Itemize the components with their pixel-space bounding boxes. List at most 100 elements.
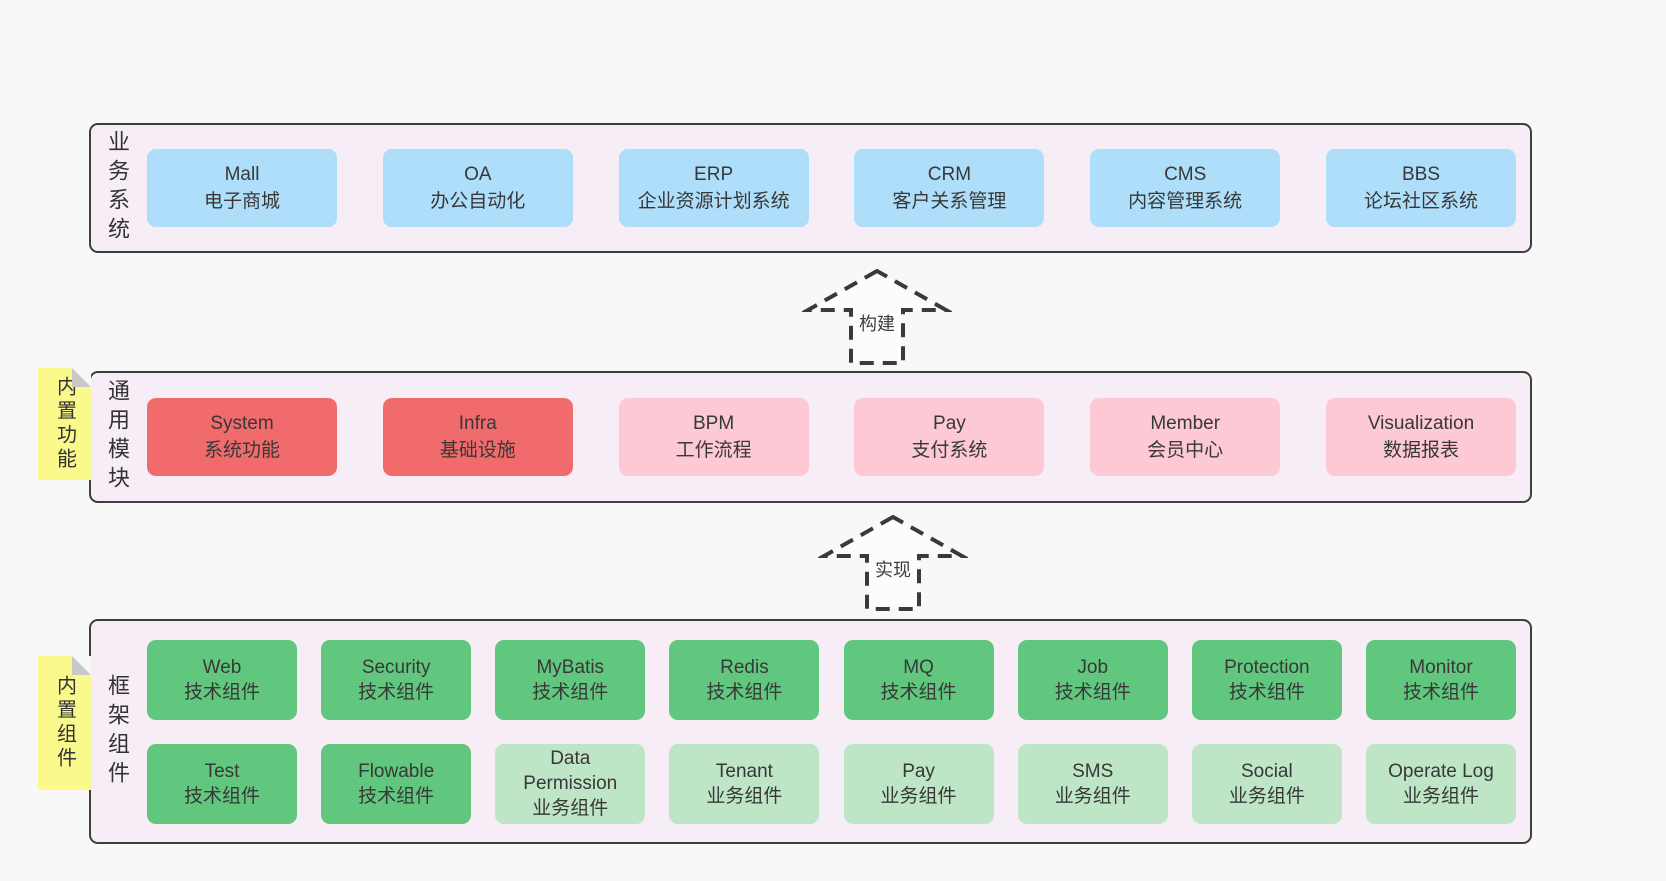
box-erp: ERP 企业资源计划系统 bbox=[618, 149, 809, 227]
box-title: BPM bbox=[693, 413, 735, 434]
arrow-build-label: 构建 bbox=[856, 310, 898, 337]
box-title: Protection bbox=[1224, 656, 1310, 678]
box-subtitle: 技术组件 bbox=[880, 681, 957, 703]
box-member: Member 会员中心 bbox=[1090, 398, 1281, 476]
box-pay-component: Pay 业务组件 bbox=[843, 743, 994, 824]
box-title: Member bbox=[1150, 413, 1221, 434]
box-subtitle: 基础设施 bbox=[439, 440, 516, 461]
box-subtitle: 业务组件 bbox=[1054, 785, 1131, 807]
box-mybatis: MyBatis 技术组件 bbox=[495, 639, 646, 720]
box-title: Security bbox=[361, 656, 431, 678]
box-infra: Infra 基础设施 bbox=[382, 398, 573, 476]
band-components-label: 框架组件 bbox=[105, 673, 130, 790]
box-title: MyBatis bbox=[536, 656, 605, 678]
box-title: Redis bbox=[720, 656, 769, 678]
box-title: Monitor bbox=[1409, 656, 1473, 678]
box-title: Visualization bbox=[1367, 413, 1475, 434]
box-subtitle: 工作流程 bbox=[675, 440, 752, 461]
box-subtitle: 技术组件 bbox=[1054, 681, 1131, 703]
box-title: Test bbox=[204, 760, 240, 782]
box-subtitle: 内容管理系统 bbox=[1128, 191, 1243, 212]
box-system: System 系统功能 bbox=[147, 398, 337, 476]
box-mq: MQ 技术组件 bbox=[843, 639, 994, 720]
box-subtitle: 技术组件 bbox=[706, 681, 783, 703]
box-title: Job bbox=[1077, 656, 1109, 678]
box-cms: CMS 内容管理系统 bbox=[1090, 149, 1281, 227]
box-subtitle: 业务组件 bbox=[532, 798, 609, 819]
arrow-implement-label: 实现 bbox=[872, 556, 914, 583]
box-title: Tenant bbox=[715, 760, 773, 782]
box-crm: CRM 客户关系管理 bbox=[854, 149, 1045, 227]
box-title: CMS bbox=[1164, 164, 1207, 185]
box-subtitle: 支付系统 bbox=[911, 440, 988, 461]
box-title: Data Permission bbox=[523, 748, 618, 794]
box-web: Web 技术组件 bbox=[147, 639, 297, 720]
box-monitor: Monitor 技术组件 bbox=[1365, 639, 1516, 720]
box-operate-log: Operate Log 业务组件 bbox=[1365, 743, 1516, 824]
box-title: CRM bbox=[927, 164, 972, 185]
sticky-note-label: 内置组件 bbox=[53, 675, 76, 771]
box-subtitle: 技术组件 bbox=[532, 681, 609, 703]
sticky-note-builtin-components: 内置组件 bbox=[38, 656, 91, 790]
box-subtitle: 技术组件 bbox=[183, 681, 260, 703]
box-job: Job 技术组件 bbox=[1017, 639, 1168, 720]
box-protection: Protection 技术组件 bbox=[1191, 639, 1342, 720]
sticky-note-label: 内置功能 bbox=[53, 376, 76, 472]
box-subtitle: 技术组件 bbox=[1228, 681, 1305, 703]
box-subtitle: 论坛社区系统 bbox=[1363, 191, 1478, 212]
box-subtitle: 业务组件 bbox=[1228, 785, 1305, 807]
box-sms: SMS 业务组件 bbox=[1017, 743, 1168, 824]
box-title: Operate Log bbox=[1388, 760, 1494, 782]
arrow-implement: 实现 bbox=[818, 514, 968, 612]
box-subtitle: 业务组件 bbox=[706, 785, 783, 807]
components-box-row-1: Web 技术组件 Security 技术组件 MyBatis 技术组件 Redi… bbox=[147, 639, 1516, 720]
band-modules-label: 通用模块 bbox=[105, 379, 130, 495]
band-framework-components: 框架组件 Web 技术组件 Security 技术组件 MyBatis 技术组件… bbox=[89, 619, 1532, 844]
box-title: SMS bbox=[1072, 760, 1114, 782]
box-subtitle: 数据报表 bbox=[1382, 440, 1459, 461]
box-title: MQ bbox=[903, 656, 934, 678]
box-subtitle: 客户关系管理 bbox=[892, 191, 1007, 212]
modules-box-row: System 系统功能 Infra 基础设施 BPM 工作流程 Pay 支付系统… bbox=[143, 373, 1530, 501]
box-title: OA bbox=[464, 164, 492, 185]
box-title: Social bbox=[1240, 760, 1293, 782]
box-subtitle: 业务组件 bbox=[880, 785, 957, 807]
box-title: System bbox=[210, 413, 274, 434]
box-redis: Redis 技术组件 bbox=[669, 639, 820, 720]
band-business-label: 业务系统 bbox=[105, 130, 130, 246]
components-rows: Web 技术组件 Security 技术组件 MyBatis 技术组件 Redi… bbox=[143, 621, 1530, 842]
box-subtitle: 技术组件 bbox=[358, 785, 435, 807]
box-title: Pay bbox=[933, 413, 966, 434]
box-social: Social 业务组件 bbox=[1191, 743, 1342, 824]
box-subtitle: 技术组件 bbox=[183, 785, 260, 807]
box-subtitle: 电子商城 bbox=[203, 191, 280, 212]
business-box-row: Mall 电子商城 OA 办公自动化 ERP 企业资源计划系统 CRM 客户关系… bbox=[143, 125, 1530, 251]
box-bbs: BBS 论坛社区系统 bbox=[1325, 149, 1516, 227]
box-subtitle: 系统功能 bbox=[203, 440, 280, 461]
band-label-column: 通用模块 bbox=[91, 373, 143, 501]
box-subtitle: 企业资源计划系统 bbox=[637, 191, 790, 212]
band-common-modules: 通用模块 System 系统功能 Infra 基础设施 BPM 工作流程 Pay… bbox=[89, 371, 1532, 503]
box-mall: Mall 电子商城 bbox=[147, 149, 337, 227]
box-bpm: BPM 工作流程 bbox=[618, 398, 809, 476]
box-title: Mall bbox=[224, 164, 260, 185]
box-oa: OA 办公自动化 bbox=[382, 149, 573, 227]
box-flowable: Flowable 技术组件 bbox=[321, 743, 472, 824]
sticky-note-builtin-features: 内置功能 bbox=[38, 368, 91, 480]
box-title: Web bbox=[202, 656, 242, 678]
box-pay-module: Pay 支付系统 bbox=[854, 398, 1045, 476]
box-title: BBS bbox=[1401, 164, 1440, 185]
box-subtitle: 办公自动化 bbox=[430, 191, 526, 212]
box-title: Infra bbox=[458, 413, 497, 434]
box-data-permission: Data Permission 业务组件 bbox=[495, 743, 646, 824]
box-tenant: Tenant 业务组件 bbox=[669, 743, 820, 824]
band-label-column: 框架组件 bbox=[91, 621, 143, 842]
box-visualization: Visualization 数据报表 bbox=[1325, 398, 1516, 476]
box-title: Flowable bbox=[358, 760, 435, 782]
box-title: Pay bbox=[902, 760, 935, 782]
box-test: Test 技术组件 bbox=[147, 743, 297, 824]
band-business-systems: 业务系统 Mall 电子商城 OA 办公自动化 ERP 企业资源计划系统 CRM… bbox=[89, 123, 1532, 253]
arrow-build: 构建 bbox=[802, 268, 952, 366]
box-subtitle: 业务组件 bbox=[1402, 785, 1479, 807]
